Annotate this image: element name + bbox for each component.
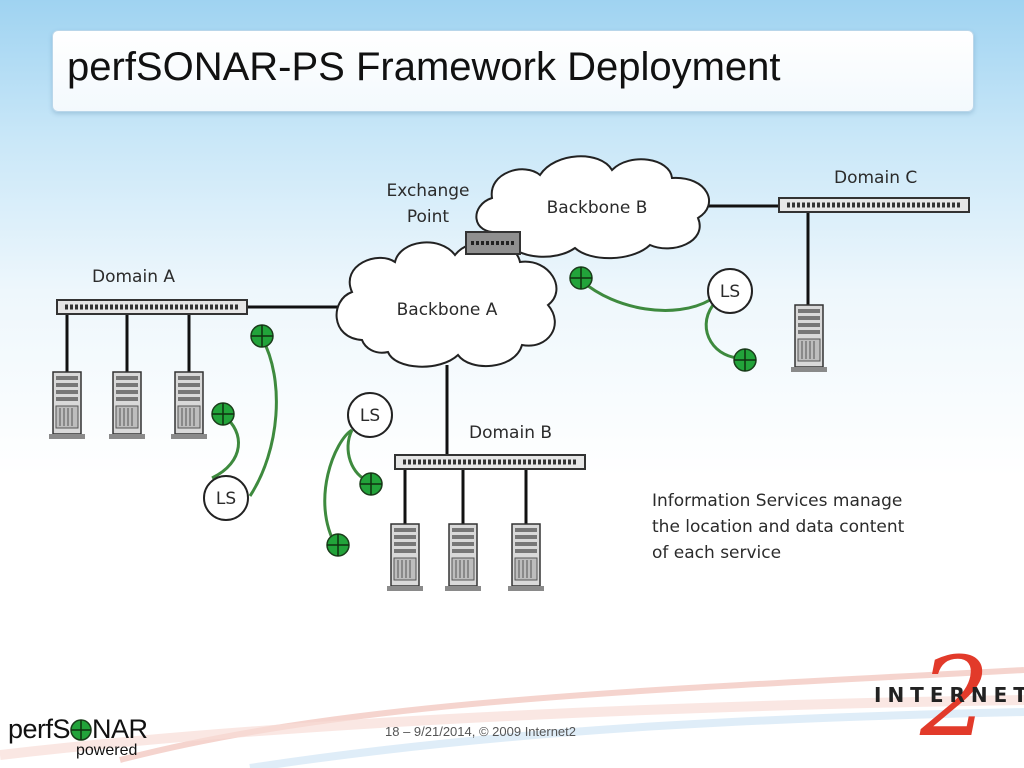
measurement-service-node: [211, 402, 235, 426]
perfsonar-logo: perfS NAR powered: [8, 714, 148, 759]
domain-c-switch: [779, 198, 969, 212]
domain-b-label: Domain B: [469, 423, 552, 443]
slide-title: perfSONAR-PS Framework Deployment: [67, 45, 781, 89]
domain-b-server: [386, 523, 424, 592]
info-note-line: of each service: [652, 543, 781, 563]
perfsonar-logo-sub: powered: [76, 742, 138, 759]
domain-c-label: Domain C: [834, 168, 917, 188]
internet2-logo-text: INTERNET: [874, 683, 1024, 707]
exchange-point-label: Point: [407, 207, 450, 227]
backbone-b-cloud: [475, 155, 710, 260]
backbone-b-label: Backbone B: [547, 198, 648, 218]
measurement-service-node: [250, 324, 274, 348]
perfsonar-logo-left: perfS: [8, 714, 71, 744]
measurement-service-node: [326, 533, 350, 557]
info-services-note: Information Services manage the location…: [652, 491, 905, 563]
backbone-a-cloud: [335, 240, 558, 368]
footer-swoosh: [0, 667, 1024, 768]
internet2-logo-mark: 2: [919, 633, 990, 761]
domain-b-server: [444, 523, 482, 592]
perfsonar-logo-icon: [70, 719, 92, 741]
measurement-service-node: [733, 348, 757, 372]
info-note-line: the location and data content: [652, 517, 905, 537]
network-links: [65, 204, 810, 524]
title-box: perfSONAR-PS Framework Deployment: [52, 30, 974, 112]
exchange-point-label: Exchange: [386, 181, 469, 201]
perfsonar-logo-right: NAR: [92, 714, 148, 744]
info-note-line: Information Services manage: [652, 491, 902, 511]
domain-a-label: Domain A: [92, 267, 175, 287]
domain-a-switch: [57, 300, 247, 314]
domain-b-server: [507, 523, 545, 592]
internet2-numeral: 2: [919, 633, 990, 761]
measurement-service-node: [359, 472, 383, 496]
ls-label: LS: [720, 282, 740, 302]
domain-a-server: [170, 371, 208, 440]
measurement-service-node: [569, 266, 593, 290]
domain-a-server: [48, 371, 86, 440]
slide-footer: 18 – 9/21/2014, © 2009 Internet2: [385, 724, 577, 739]
ls-label: LS: [216, 489, 236, 509]
domain-c-server: [790, 304, 828, 373]
backbone-a-label: Backbone A: [397, 300, 498, 320]
domain-b-switch: [395, 455, 585, 469]
exchange-point-device: [465, 231, 521, 255]
domain-a-server: [108, 371, 146, 440]
ls-label: LS: [360, 406, 380, 426]
